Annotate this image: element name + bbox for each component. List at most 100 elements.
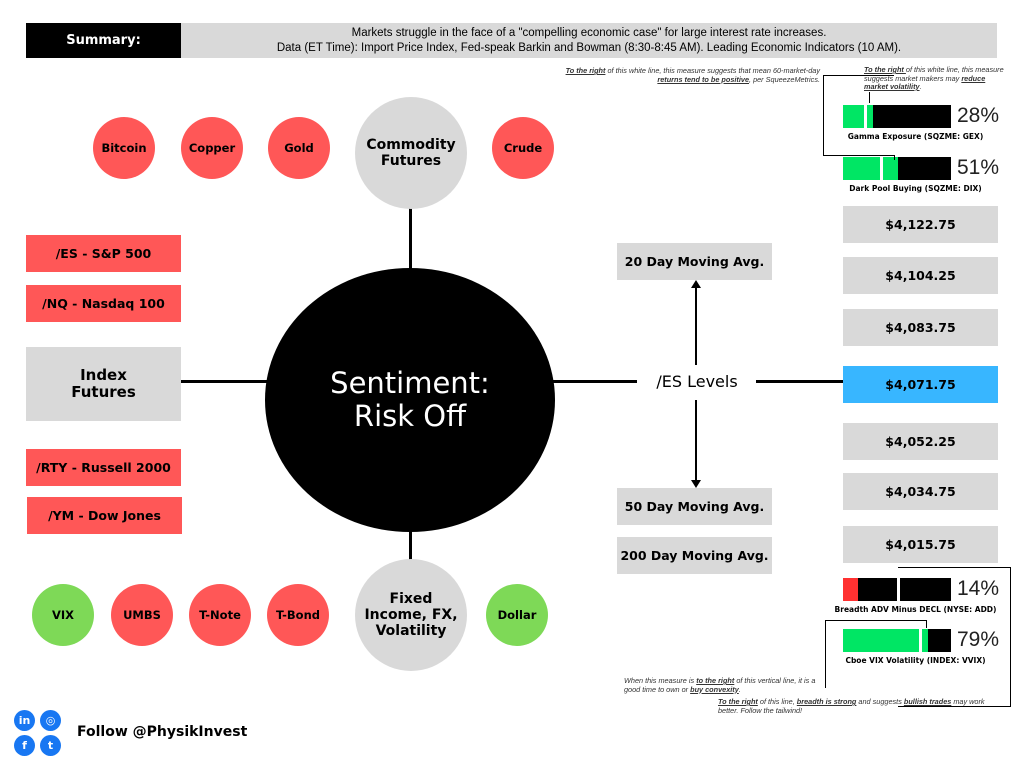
commodity-crude[interactable]: Crude (492, 117, 554, 179)
commodity-copper[interactable]: Copper (181, 117, 243, 179)
connector-right-a (552, 380, 637, 383)
ma-50: 50 Day Moving Avg. (617, 488, 772, 525)
level-value: $4,052.25 (885, 434, 956, 449)
ma-label: 200 Day Moving Avg. (620, 548, 769, 563)
connector-top (409, 208, 412, 270)
vvix-note-drop (926, 620, 927, 628)
gauge-percent: 28% (957, 104, 1000, 127)
gauge-percent: 79% (957, 628, 1000, 651)
commodity-gold[interactable]: Gold (268, 117, 330, 179)
level-value: $4,034.75 (885, 484, 956, 499)
gauge-threshold-marker (880, 157, 883, 180)
index-es[interactable]: /ES - S&P 500 (26, 235, 181, 272)
index-label: /YM - Dow Jones (48, 508, 161, 523)
arrow-down-icon (691, 480, 701, 488)
linkedin-icon[interactable]: in (14, 710, 35, 731)
note-emphasis: breadth is strong (796, 697, 857, 706)
index-label: /ES - S&P 500 (55, 246, 152, 261)
commodity-futures-hub: Commodity Futures (355, 97, 467, 209)
facebook-icon[interactable]: f (14, 735, 35, 756)
note-text: may work better. Follow the tailwind! (718, 697, 985, 715)
ma-200: 200 Day Moving Avg. (617, 537, 772, 574)
hub-line-1: Commodity (366, 137, 456, 153)
index-ym[interactable]: /YM - Dow Jones (27, 497, 182, 534)
icon-glyph: in (18, 714, 31, 727)
commodity-bitcoin[interactable]: Bitcoin (93, 117, 155, 179)
dix-note: To the right of this white line, this me… (565, 66, 820, 84)
add-note: To the right of this line, breadth is st… (718, 697, 1000, 715)
hub-line-2: Futures (71, 383, 136, 401)
fi-label: VIX (51, 608, 75, 622)
note-text: . (738, 684, 741, 694)
gauge-bar (843, 157, 951, 180)
gauge-threshold-marker (897, 578, 900, 601)
arrow-up-icon (691, 280, 701, 288)
hub-line-3: Volatility (375, 623, 447, 639)
index-label: /NQ - Nasdaq 100 (42, 296, 165, 311)
follow-handle[interactable]: Follow @PhysikInvest (77, 724, 248, 740)
fi-label: T-Note (199, 608, 241, 622)
level-5: $4,052.25 (843, 423, 998, 460)
vvix-note-connector (825, 620, 926, 688)
icon-glyph: t (47, 739, 54, 752)
summary-line-2: Data (ET Time): Import Price Index, Fed-… (276, 41, 902, 54)
sentiment-line-1: Sentiment: (330, 366, 490, 400)
gauge-fill (843, 157, 898, 180)
hub-line-1: Index (80, 366, 127, 384)
gauge-bar (843, 578, 951, 601)
fi-umbs[interactable]: UMBS (111, 584, 173, 646)
fi-tnote[interactable]: T-Note (189, 584, 251, 646)
note-emphasis: to the right (696, 676, 735, 685)
note-text: and suggests (856, 697, 904, 706)
instagram-icon[interactable]: ◎ (40, 710, 61, 731)
gauge-bar (843, 105, 951, 128)
note-emphasis: bullish trades (903, 697, 952, 706)
add-note-connector (898, 567, 1011, 707)
es-levels-label: /ES Levels (656, 372, 738, 391)
level-value: $4,015.75 (885, 537, 956, 552)
ma-label: 20 Day Moving Avg. (624, 254, 765, 269)
ma-20: 20 Day Moving Avg. (617, 243, 772, 280)
note-text: of this vertical line, it is a good time… (624, 676, 816, 694)
gauge-fill (843, 629, 928, 652)
level-value: $4,104.25 (885, 268, 956, 283)
icon-glyph: ◎ (45, 714, 56, 727)
hub-line-2: Income, FX, (364, 607, 458, 623)
arrow-down-line (695, 400, 697, 480)
fi-vix[interactable]: VIX (32, 584, 94, 646)
level-3: $4,083.75 (843, 309, 998, 346)
level-1: $4,122.75 (843, 206, 998, 243)
index-rty[interactable]: /RTY - Russell 2000 (26, 449, 181, 486)
ma-label: 50 Day Moving Avg. (624, 499, 765, 514)
hub-line-2: Futures (380, 153, 442, 169)
note-text: . (919, 82, 922, 91)
level-6: $4,034.75 (843, 473, 998, 510)
fi-tbond[interactable]: T-Bond (267, 584, 329, 646)
connector-bottom (409, 525, 412, 560)
note-text: of this line, (757, 697, 797, 706)
icon-glyph: f (22, 739, 27, 752)
dix-note-connector (823, 75, 894, 156)
arrow-up-line (695, 288, 697, 365)
vvix-note: When this measure is to the right of thi… (624, 676, 824, 694)
fixed-income-hub: Fixed Income, FX, Volatility (355, 559, 467, 671)
fi-label: UMBS (123, 608, 161, 622)
fi-dollar[interactable]: Dollar (486, 584, 548, 646)
sentiment-line-2: Risk Off (353, 399, 467, 433)
note-emphasis: returns tend to be positive (657, 74, 750, 84)
index-nq[interactable]: /NQ - Nasdaq 100 (26, 285, 181, 322)
level-value: $4,071.75 (885, 377, 956, 392)
gex-note: To the right of this white line, this me… (864, 65, 1004, 92)
gauge-threshold-marker (919, 629, 922, 652)
sentiment-hub: Sentiment: Risk Off (265, 268, 555, 532)
gauge-fill (843, 578, 858, 601)
fi-label: T-Bond (275, 608, 320, 622)
twitter-icon[interactable]: t (40, 735, 61, 756)
fi-label: Dollar (497, 608, 537, 622)
gauge-percent: 51% (957, 156, 1000, 179)
gauge-percent: 14% (957, 577, 1000, 600)
note-text: of this white line, this measure suggest… (605, 66, 820, 75)
index-futures-hub: Index Futures (26, 347, 181, 421)
connector-left (181, 380, 271, 383)
level-7: $4,015.75 (843, 526, 998, 563)
